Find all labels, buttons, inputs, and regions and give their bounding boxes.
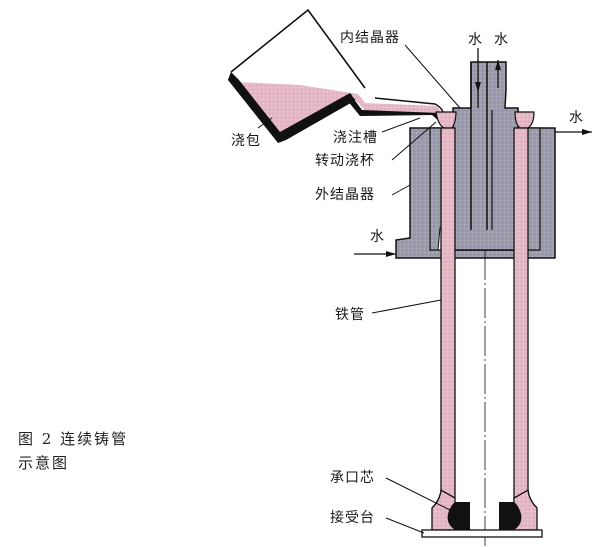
inner-crystallizer	[452, 61, 519, 251]
label-water-in-left: 水	[370, 229, 385, 245]
label-inner-crystallizer: 内结晶器	[340, 30, 400, 46]
label-water-out-right: 水	[569, 110, 584, 126]
leader-lines	[257, 44, 461, 534]
label-iron-pipe: 铁管	[335, 307, 365, 323]
ladle	[228, 8, 380, 145]
label-socket-core: 承口芯	[330, 470, 375, 486]
figure-caption-line1: 图 2 连续铸管	[18, 430, 129, 448]
label-pouring-trough: 浇注槽	[333, 130, 378, 146]
label-ladle: 浇包	[231, 133, 261, 149]
label-rotating-cup: 转动浇杯	[315, 153, 375, 169]
label-outer-crystallizer: 外结晶器	[315, 187, 375, 203]
label-receiving-table: 接受台	[330, 510, 375, 526]
socket-core	[447, 502, 522, 530]
pouring-trough	[347, 94, 446, 122]
receiving-table	[421, 529, 543, 538]
figure-caption-line2: 示意图	[18, 454, 70, 472]
water-flow-arrows	[354, 48, 592, 257]
label-water-in-top: 水	[468, 32, 483, 48]
pipe-socket-flare	[431, 488, 538, 531]
iron-pipe	[440, 127, 529, 547]
label-water-out-top: 水	[494, 32, 509, 48]
